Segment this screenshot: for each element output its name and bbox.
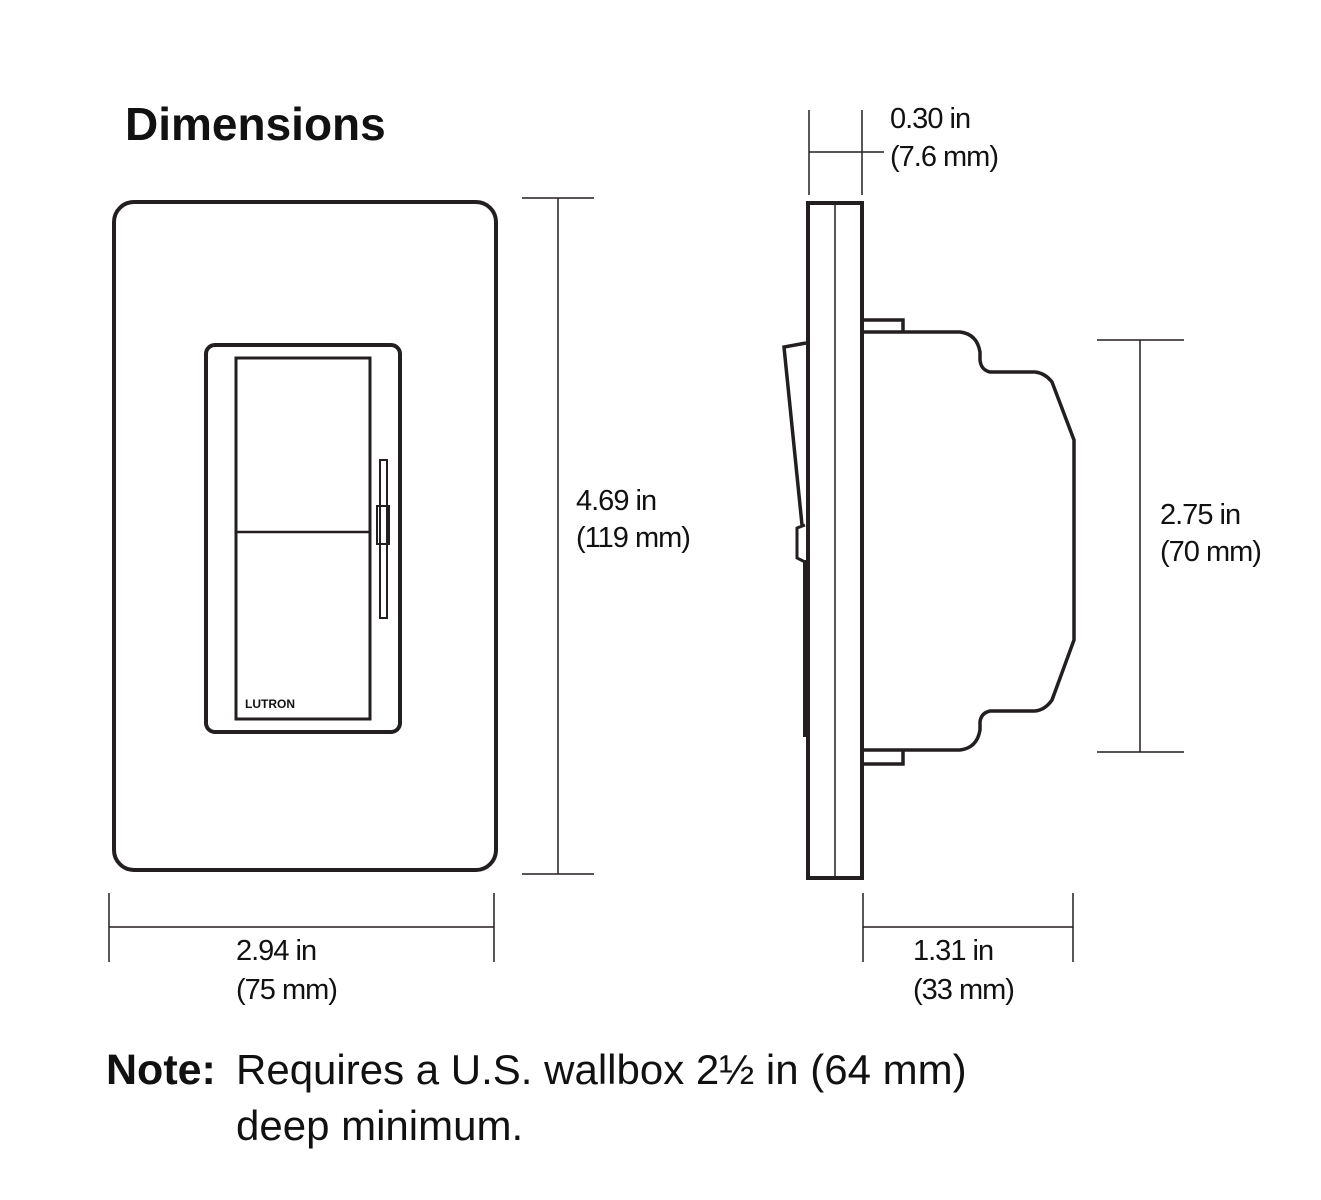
plate-depth-mm-label: (7.6 mm) xyxy=(890,141,998,173)
plate-depth-in-label: 0.30 in xyxy=(890,103,970,135)
note-label: Note: xyxy=(106,1046,216,1094)
slider-knob xyxy=(376,505,390,545)
body-height-in-label: 2.75 in xyxy=(1160,499,1240,531)
body-depth-in-label: 1.31 in xyxy=(913,935,993,967)
width-in-label: 2.94 in xyxy=(236,935,316,967)
diagram-title: Dimensions xyxy=(125,98,386,150)
front-view: LUTRON 4.69 in (119 mm) 2.94 in (75 mm) xyxy=(108,197,691,1006)
width-mm-label: (75 mm) xyxy=(236,974,337,1006)
body-depth-mm-label: (33 mm) xyxy=(913,974,1014,1006)
rocker-side xyxy=(782,341,807,526)
note-line-2: deep minimum. xyxy=(236,1102,523,1149)
slider-track xyxy=(379,459,388,619)
dimmer-body-side xyxy=(862,318,1076,766)
note-line-1: Requires a U.S. wallbox 2½ in (64 mm) xyxy=(236,1046,967,1093)
rocker-paddle xyxy=(234,356,372,721)
body-height-mm-label: (70 mm) xyxy=(1160,536,1261,568)
brand-logo: LUTRON xyxy=(245,697,295,711)
wallplate-outline xyxy=(112,200,498,872)
height-mm-label: (119 mm) xyxy=(576,522,690,554)
dimmer-frame xyxy=(204,343,402,734)
height-in-label: 4.69 in xyxy=(576,485,656,517)
side-view: 0.30 in (7.6 mm) 2.75 in (70 mm) 1.31 in… xyxy=(782,103,1262,1006)
